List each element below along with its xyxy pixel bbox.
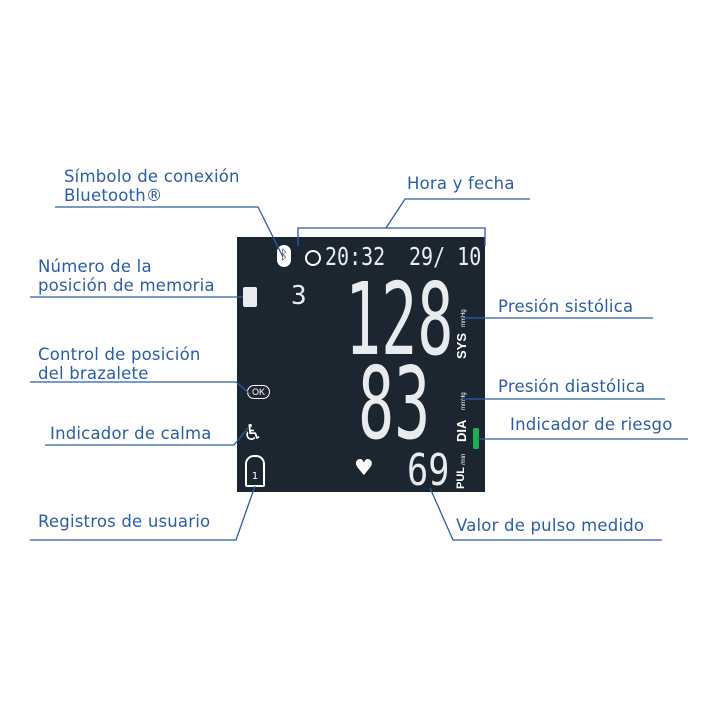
leader-time-date [385,198,530,229]
bracket-time-date [297,227,486,246]
label-risk: Indicador de riesgo [510,415,673,434]
leader-pulse [429,487,662,541]
label-line: del brazalete [38,364,149,383]
label-line: posición de memoria [38,276,215,295]
lcd-display: ᛒ 20:32 29/ 10 3 128 SYS mmHg 83 DIA mmH… [237,237,485,496]
label-memory: Número de la posición de memoria [38,257,215,295]
time: 20:32 [325,242,386,271]
calm-person-icon: ♿ [243,421,263,446]
pulse-value: 69 [407,445,450,496]
label-line: Símbolo de conexión [64,167,240,186]
leader-bluetooth [55,206,284,258]
label-calm: Indicador de calma [50,424,212,443]
label-diastolic: Presión diastólica [498,377,646,396]
label-user: Registros de usuario [38,512,211,531]
risk-indicator [473,428,479,449]
memory-number: 3 [291,281,307,311]
memory-list-icon [243,287,257,307]
bluetooth-icon: ᛒ [277,245,291,267]
label-bluetooth: Símbolo de conexión Bluetooth® [64,167,240,205]
label-line: Control de posición [38,345,201,364]
label-systolic: Presión sistólica [498,297,634,316]
label-line: Número de la [38,257,152,276]
diastolic-value: 83 [358,345,431,462]
label-line: Bluetooth® [64,186,163,205]
leader-user [30,485,256,541]
leader-cuff [30,381,251,395]
leader-calm [45,427,249,446]
label-time-date: Hora y fecha [407,174,515,193]
heart-icon: ♥ [354,456,374,481]
date: 29/ 10 [409,242,482,271]
systolic-value: 128 [345,261,454,378]
label-pulse: Valor de pulso medido [456,516,645,535]
clock-icon [305,250,321,266]
label-cuff: Control de posición del brazalete [38,345,201,383]
